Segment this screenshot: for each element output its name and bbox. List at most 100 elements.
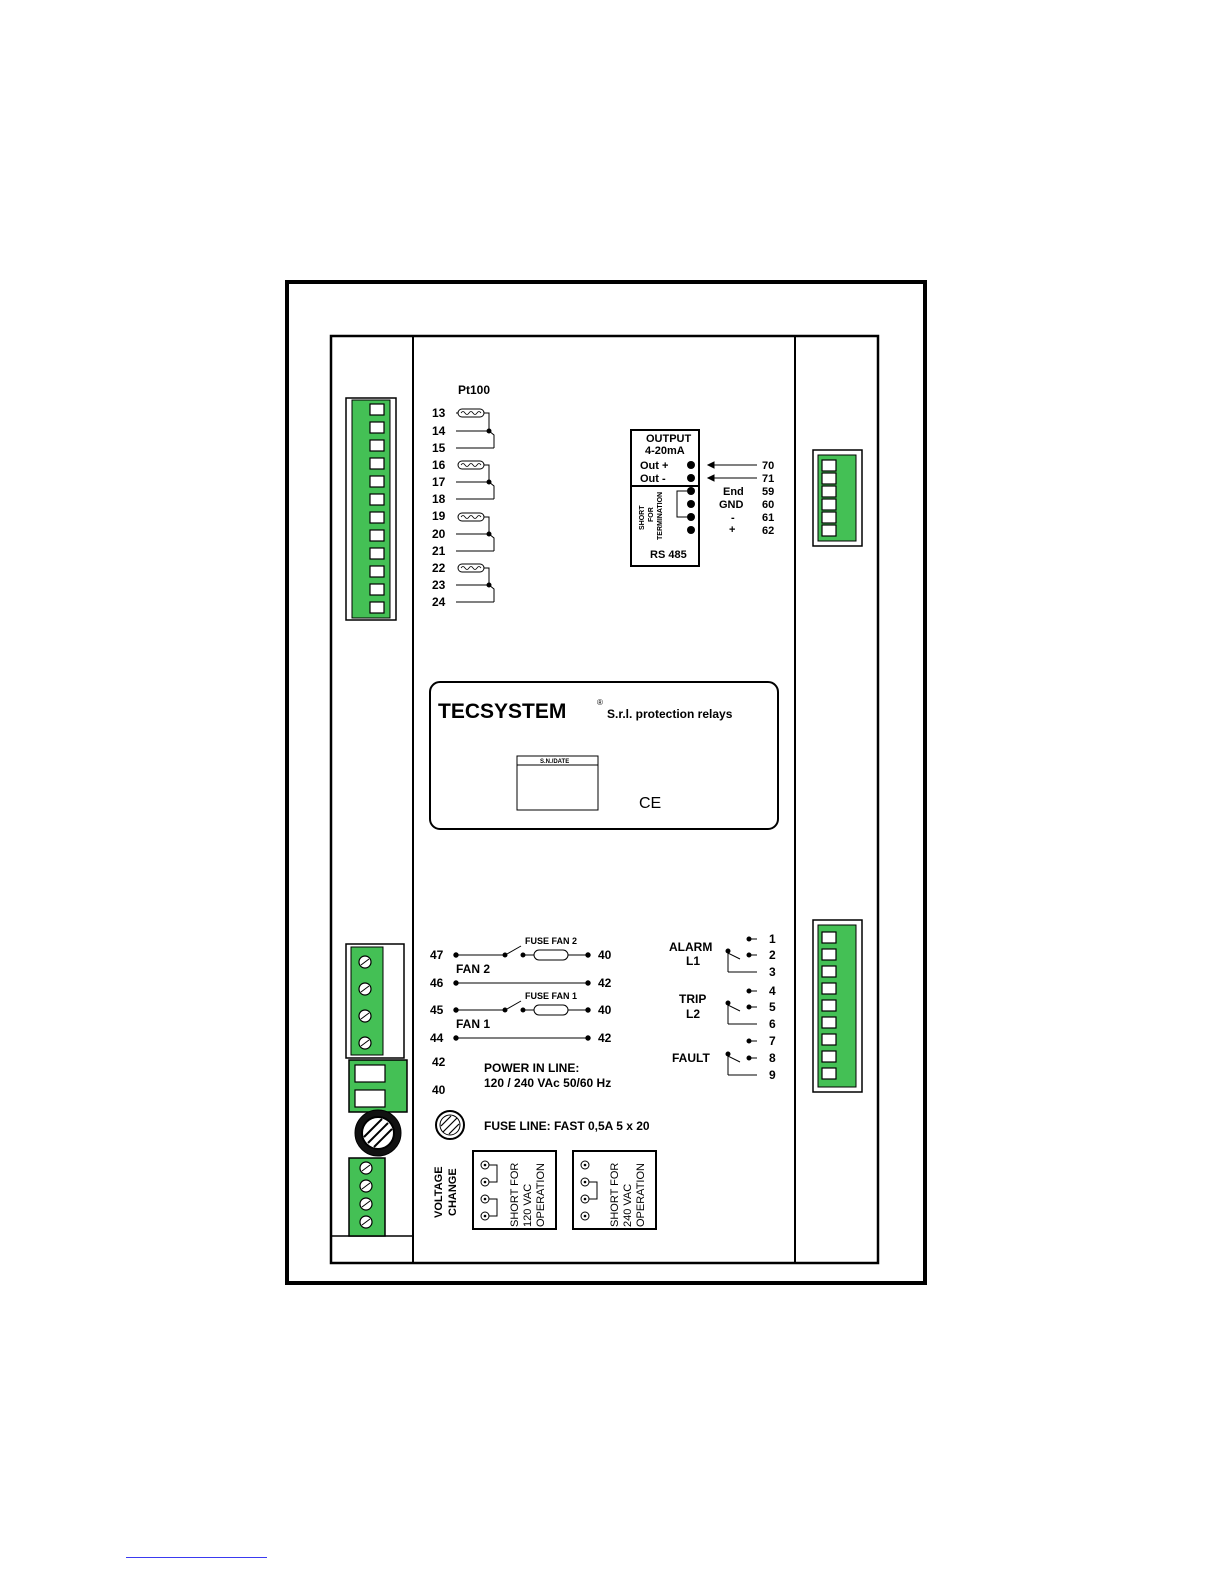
short-label: SHORT — [639, 505, 646, 530]
terminal-dot — [687, 500, 695, 508]
fuse-fan2-label: FUSE FAN 2 — [525, 936, 577, 946]
power-plug-connector[interactable] — [348, 1059, 408, 1113]
terminal-13: 13 — [432, 406, 446, 420]
relay-terminal-connector[interactable] — [812, 919, 863, 1093]
terminal-24: 24 — [432, 595, 446, 609]
sn-date-label: S.N./DATE — [540, 759, 569, 765]
voltage-change-title: VOLTAGE — [433, 1166, 445, 1218]
terminal-40-left: 40 — [432, 1083, 446, 1097]
terminal-7: 7 — [769, 1034, 776, 1048]
power-spec: 120 / 240 VAc 50/60 Hz — [484, 1076, 611, 1090]
device-body — [329, 334, 880, 1265]
voltage-change-subtitle: CHANGE — [447, 1168, 459, 1216]
terminal-22: 22 — [432, 561, 446, 575]
terminal-71: 71 — [762, 473, 774, 485]
for-label: FOR — [648, 507, 655, 522]
alarm-label: ALARM — [669, 940, 712, 954]
relay-terminal-numbers: 1 2 3 4 5 6 7 8 9 — [769, 932, 776, 1082]
fuse-fan1-label: FUSE FAN 1 — [525, 991, 577, 1001]
terminal-46: 46 — [430, 976, 444, 990]
outer-frame — [285, 280, 927, 1285]
box120-line1: SHORT FOR — [509, 1163, 521, 1227]
terminal-6: 6 — [769, 1017, 776, 1031]
rs485-title: RS 485 — [650, 549, 687, 561]
footnote-rule — [126, 1557, 267, 1558]
terminal-3: 3 — [769, 965, 776, 979]
terminal-42-right-a: 42 — [598, 976, 612, 990]
box240-line2: 240 VAC — [622, 1184, 634, 1227]
output-title: OUTPUT — [646, 433, 692, 445]
terminal-44: 44 — [430, 1031, 444, 1045]
terminal-dot — [687, 513, 695, 521]
fan2-label: FAN 2 — [456, 962, 490, 976]
out-plus-label: Out + — [640, 460, 668, 472]
output-rs485-connector[interactable] — [812, 449, 863, 547]
alarm-sub-label: L1 — [686, 954, 700, 968]
pt100-title: Pt100 — [458, 383, 490, 397]
jumper-box-240v: SHORT FOR 240 VAC OPERATION — [572, 1150, 657, 1230]
terminal-40-right-b: 40 — [598, 1003, 612, 1017]
terminal-19: 19 — [432, 509, 446, 523]
fan1-label: FAN 1 — [456, 1017, 490, 1031]
terminal-70: 70 — [762, 460, 774, 472]
terminal-dot — [687, 461, 695, 469]
terminal-42-left: 42 — [432, 1055, 446, 1069]
plus-label: + — [729, 524, 735, 536]
box120-line2: 120 VAC — [522, 1184, 534, 1227]
pt100-terminal-connector[interactable] — [345, 397, 397, 621]
terminal-1: 1 — [769, 932, 776, 946]
out-minus-label: Out - — [640, 473, 666, 485]
terminal-dot — [687, 474, 695, 482]
terminal-21: 21 — [432, 544, 446, 558]
voltage-change-connector[interactable] — [348, 1157, 386, 1237]
jumper-box-120v: SHORT FOR 120 VAC OPERATION — [472, 1150, 557, 1230]
terminal-14: 14 — [432, 424, 446, 438]
box120-line3: OPERATION — [535, 1163, 547, 1227]
terminal-45: 45 — [430, 1003, 444, 1017]
termination-jumper — [676, 490, 687, 518]
terminal-42-right-b: 42 — [598, 1031, 612, 1045]
relay-contacts — [725, 936, 757, 1076]
registered-mark: ® — [597, 698, 603, 707]
power-title: POWER IN LINE: — [484, 1061, 579, 1075]
pt100-sensor-wiring — [456, 408, 495, 603]
terminal-4: 4 — [769, 984, 776, 998]
terminal-59: 59 — [762, 486, 774, 498]
trip-sub-label: L2 — [686, 1007, 700, 1021]
pt100-terminal-numbers: 13 14 15 16 17 18 19 20 21 22 23 24 — [432, 406, 446, 609]
terminal-2: 2 — [769, 948, 776, 962]
terminal-dot — [687, 526, 695, 534]
box240-line3: OPERATION — [635, 1163, 647, 1227]
brand-name: TECSYSTEM — [438, 700, 566, 723]
terminal-dot — [687, 487, 695, 495]
fan-screw-connector[interactable] — [345, 943, 405, 1059]
fuse-symbol — [435, 1110, 465, 1140]
output-subtitle: 4-20mA — [645, 445, 685, 457]
terminal-62: 62 — [762, 525, 774, 537]
trip-label: TRIP — [679, 992, 706, 1006]
end-label: End — [723, 486, 744, 498]
output-arrows — [706, 461, 757, 482]
terminal-60: 60 — [762, 499, 774, 511]
fuse-holder[interactable] — [354, 1109, 402, 1157]
terminal-61: 61 — [762, 512, 774, 524]
terminal-5: 5 — [769, 1000, 776, 1014]
terminal-16: 16 — [432, 458, 446, 472]
terminal-23: 23 — [432, 578, 446, 592]
terminal-9: 9 — [769, 1068, 776, 1082]
termination-label: TERMINATION — [657, 492, 664, 540]
box240-line1: SHORT FOR — [609, 1163, 621, 1227]
terminal-8: 8 — [769, 1051, 776, 1065]
terminal-40-right-a: 40 — [598, 948, 612, 962]
fuse-line-label: FUSE LINE: FAST 0,5A 5 x 20 — [484, 1119, 650, 1133]
terminal-47: 47 — [430, 948, 444, 962]
rs485-short-label: SHORT FOR TERMINATION — [639, 492, 664, 540]
ce-mark: CE — [639, 795, 661, 812]
brand-suffix: S.r.l. protection relays — [607, 707, 733, 721]
gnd-label: GND — [719, 499, 744, 511]
fan-wiring — [453, 945, 591, 1041]
terminal-17: 17 — [432, 475, 446, 489]
terminal-15: 15 — [432, 441, 446, 455]
rs485-box — [630, 485, 700, 567]
